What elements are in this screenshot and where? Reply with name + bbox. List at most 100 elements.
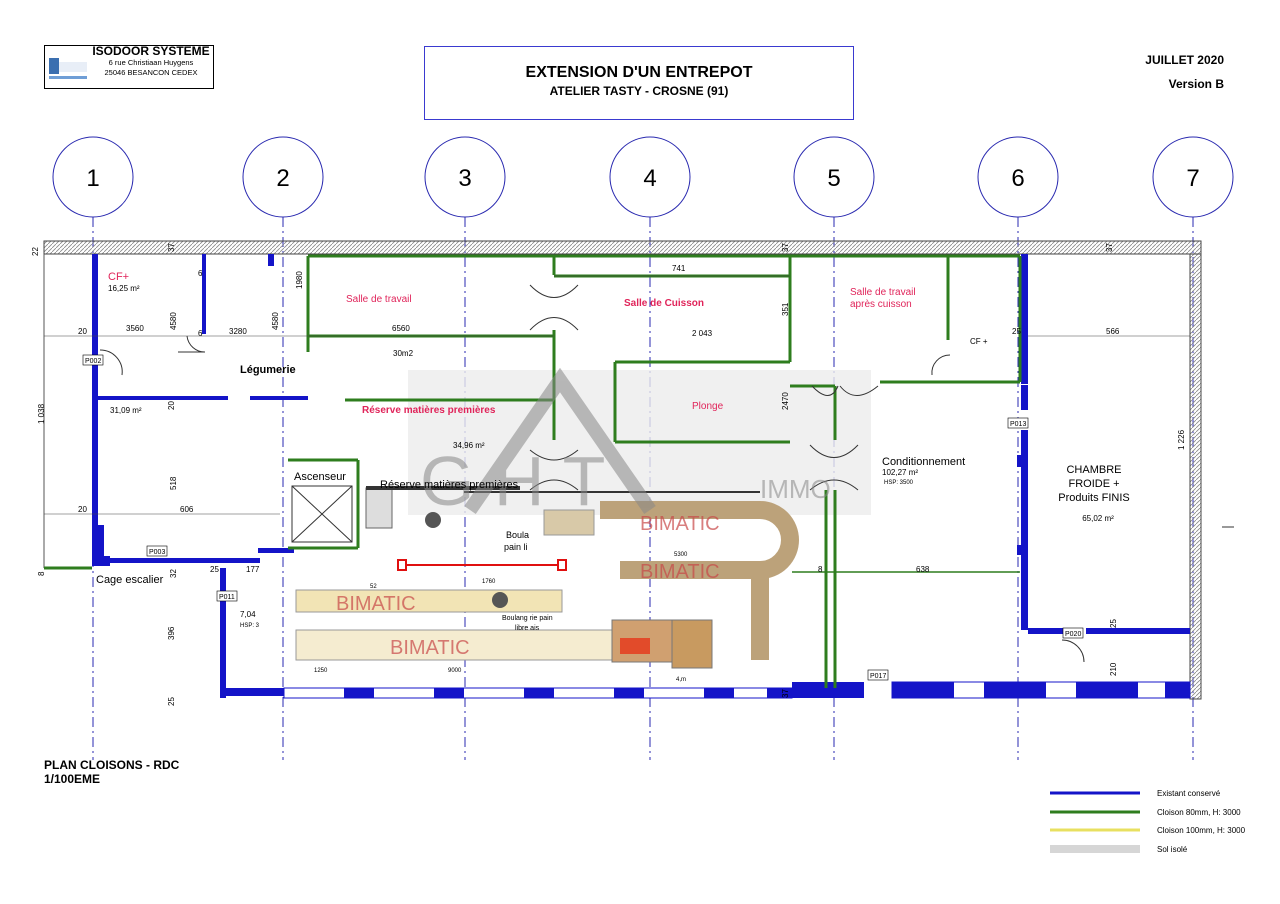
dim-9000: 9000 — [448, 668, 462, 674]
room-apres-cuisson-2: après cuisson — [850, 299, 912, 310]
room-chambre-3: Produits FINIS — [1058, 492, 1130, 504]
company-logo-icon — [47, 50, 89, 82]
legend-labels: Existant conservé Cloison 80mm, H: 3000 … — [1157, 789, 1246, 854]
dim-25c: 25 — [167, 697, 176, 706]
company-name: ISODOOR SYSTEME — [92, 44, 210, 58]
brand-mark-2: BIMATIC — [640, 561, 720, 583]
dim-1226: 1 226 — [1177, 429, 1186, 450]
dim-3560: 3560 — [126, 324, 144, 333]
room-chambre-1: CHAMBRE — [1066, 464, 1121, 476]
dim-638: 638 — [916, 565, 930, 574]
dim-210: 210 — [1109, 662, 1118, 676]
dim-741: 741 — [672, 264, 686, 273]
dim-4580b: 4580 — [271, 312, 280, 330]
dim-6b: 6 — [198, 329, 203, 338]
axis-label-5: 5 — [827, 165, 840, 192]
date-block: JUILLET 2020 Version B — [1145, 48, 1224, 96]
dim-4m: 4,m — [676, 677, 686, 683]
room-reserve-2: Réserve matières premières — [380, 479, 519, 491]
axis-label-7: 7 — [1186, 165, 1199, 192]
dim-1980: 1980 — [295, 271, 304, 289]
dim-5300: 5300 — [674, 552, 688, 558]
double-doors — [99, 284, 1085, 663]
title-block: EXTENSION D'UN ENTREPOT ATELIER TASTY - … — [424, 46, 854, 120]
room-apres-cuisson-1: Salle de travail — [850, 287, 916, 298]
axis-bubble-7: 7 — [1152, 136, 1234, 218]
room-cf1: CF+ — [108, 271, 129, 283]
axis-bubble-2: 2 — [242, 136, 324, 218]
brand-mark-1: BIMATIC — [640, 513, 720, 535]
room-chambre-area: 65,02 m² — [1082, 514, 1114, 523]
axis-label-4: 4 — [643, 165, 656, 192]
dim-3280: 3280 — [229, 327, 247, 336]
room-salle-cuisson: Salle de Cuisson — [624, 298, 704, 309]
grid-axes: 1 2 3 4 5 6 7 — [52, 136, 1234, 218]
dim-2470: 2470 — [781, 392, 790, 410]
dim-22: 22 — [31, 247, 40, 256]
room-conditionnement-area: 102,27 m² — [882, 468, 918, 477]
dim-37d: 37 — [781, 689, 790, 698]
brand-mark-4: BIMATIC — [390, 637, 470, 659]
room-labels: CF+ 16,25 m² 31,09 m² Légumerie Salle de… — [96, 271, 1130, 632]
dimension-lines — [44, 275, 1190, 515]
axis-bubble-5: 5 — [793, 136, 875, 218]
dim-25a: 25 — [1012, 327, 1021, 336]
door-tags: P002 P003 P011 P013 P017 P020 — [82, 354, 1084, 681]
dim-6560: 6560 — [392, 324, 410, 333]
door-p002: P002 — [85, 358, 101, 365]
room-plonge: Plonge — [692, 401, 724, 412]
room-cf1-area: 16,25 m² — [108, 284, 140, 293]
axis-bubble-4: 4 — [609, 136, 691, 218]
room-reserve-1: Réserve matières premières — [362, 405, 496, 416]
dim-4580a: 4580 — [169, 312, 178, 330]
dim-52: 52 — [370, 584, 377, 590]
room-cage-escalier: Cage escalier — [96, 574, 164, 586]
plan-title-block: PLAN CLOISONS - RDC 1/100EME — [44, 758, 179, 786]
legend-label-sol: Sol isolé — [1157, 845, 1188, 854]
axis-label-1: 1 — [86, 165, 99, 192]
watermark-text: IMMO — [760, 474, 831, 504]
room-3109-area: 31,09 m² — [110, 406, 142, 415]
dim-396: 396 — [167, 626, 176, 640]
legend-label-existing: Existant conservé — [1157, 789, 1221, 798]
room-legumerie: Légumerie — [240, 364, 296, 376]
axis-bubble-6: 6 — [977, 136, 1059, 218]
legend-swatches — [1050, 791, 1140, 853]
dim-6a: 6 — [198, 269, 203, 278]
watermark: G H T IMMO — [420, 367, 831, 520]
company-address-line1: 6 rue Christiaan Huygens — [108, 58, 194, 67]
room-reserve-area: 34,96 m² — [453, 441, 485, 450]
dim-518: 518 — [169, 476, 178, 490]
room-boulang-1: Boulang rie pain — [502, 615, 553, 622]
dim-566: 566 — [1106, 327, 1120, 336]
plan-scale: 1/100EME — [44, 772, 101, 786]
door-p013: P013 — [1010, 421, 1026, 428]
room-small-area: 7,04 — [240, 610, 256, 619]
room-salle-travail-area: 30m2 — [393, 349, 414, 358]
room-chambre-2: FROIDE + — [1068, 478, 1119, 490]
dim-351: 351 — [781, 302, 790, 316]
dim-20b: 20 — [167, 401, 176, 410]
top-wall — [43, 240, 1202, 255]
dim-37b: 37 — [781, 243, 790, 252]
dim-25d: 25 — [1109, 619, 1118, 628]
room-ascenseur: Ascenseur — [294, 471, 346, 483]
axis-bubble-3: 3 — [424, 136, 506, 218]
room-boula-2: pain li — [504, 542, 528, 552]
room-boulang-2: libre ais — [515, 625, 540, 632]
dim-1038: 1 038 — [37, 403, 46, 424]
room-cf2: CF + — [970, 337, 988, 346]
drawing-subtitle: ATELIER TASTY - CROSNE (91) — [549, 84, 729, 98]
company-address-line2: 25046 BESANCON CEDEX — [104, 68, 198, 77]
dim-25b: 25 — [210, 565, 219, 574]
room-conditionnement: Conditionnement — [882, 456, 965, 468]
drawing-version: Version B — [1168, 77, 1224, 91]
legend-label-100mm: Cloison 100mm, H: 3000 — [1157, 826, 1246, 835]
door-p017: P017 — [870, 673, 886, 680]
bottom-wall — [283, 681, 1191, 699]
room-boula-1: Boula — [506, 530, 529, 540]
dim-177: 177 — [246, 565, 260, 574]
dim-2043: 2 043 — [692, 329, 713, 338]
room-conditionnement-hsp: HSP: 3500 — [884, 480, 914, 486]
company-info: ISODOOR SYSTEME 6 rue Christiaan Huygens… — [91, 44, 211, 78]
